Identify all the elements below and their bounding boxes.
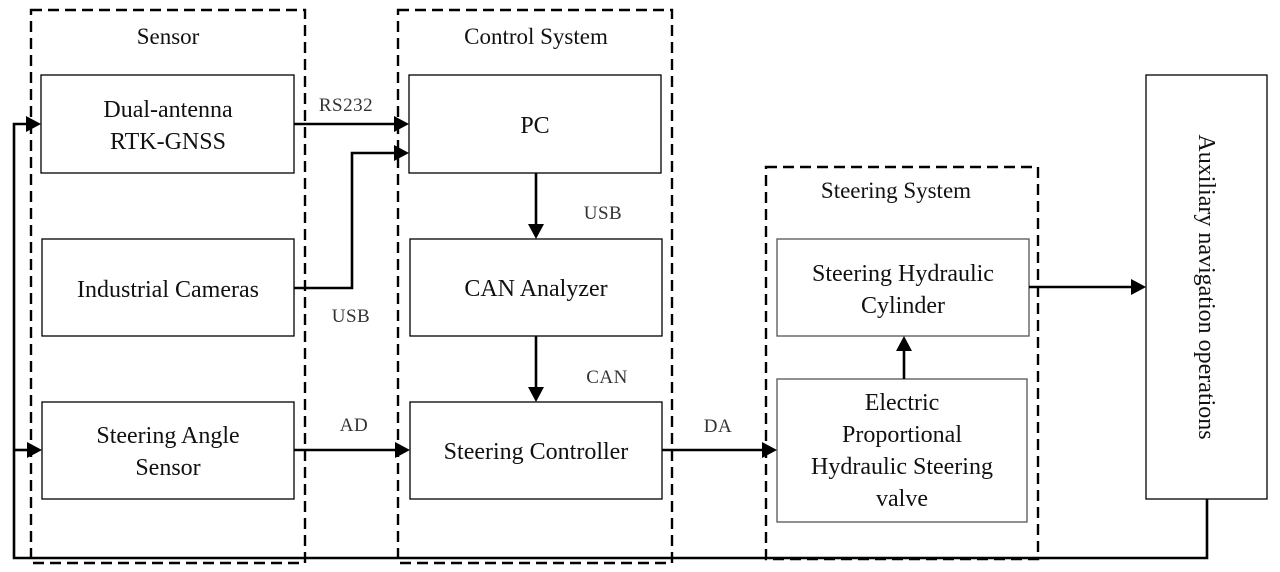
arrowhead-icon: [762, 442, 777, 458]
sensor-group-frame: [29, 8, 307, 565]
edge-label-can: CAN: [586, 367, 628, 388]
industrial-cameras-block: Industrial Cameras: [41, 238, 295, 337]
arrowhead-icon: [394, 116, 409, 132]
connector-pc-to-can-analyzer: [528, 173, 544, 239]
cameras-label: Industrial Cameras: [77, 277, 259, 303]
steering-controller-block: Steering Controller: [409, 401, 663, 500]
connector-valve-to-cylinder: [896, 336, 912, 379]
edge-label-cameras-usb: USB: [332, 306, 370, 327]
feedback-loop-connector: [12, 116, 1209, 560]
connector-cylinder-to-auxiliary: [1029, 279, 1146, 295]
arrowhead-icon: [896, 336, 912, 351]
connector-cameras-to-pc: [294, 145, 409, 290]
arrowhead-icon: [27, 442, 42, 458]
arrowhead-icon: [26, 116, 41, 132]
valve-label-line-2: Proportional: [842, 422, 962, 448]
valve-label-line-4: valve: [876, 486, 928, 512]
svg-text:CAN Analyzer: CAN Analyzer: [464, 276, 607, 302]
gnss-label-line-2: RTK-GNSS: [110, 129, 226, 155]
edge-label-ad: AD: [340, 415, 368, 436]
cylinder-label-line-1: Steering Hydraulic: [812, 261, 994, 287]
control-system-group-frame: [396, 8, 674, 565]
svg-text:Steering Controller: Steering Controller: [444, 439, 629, 465]
sensor-group-title: Sensor: [137, 24, 200, 49]
angle-sensor-label-line-2: Sensor: [135, 455, 200, 481]
arrowhead-icon: [395, 442, 410, 458]
connector-can-analyzer-to-controller: [528, 336, 544, 402]
connector-angle-sensor-to-controller: [294, 442, 410, 458]
steering-system-group-title: Steering System: [821, 178, 971, 203]
arrowhead-icon: [1131, 279, 1146, 295]
svg-text:PC: PC: [520, 113, 549, 139]
auxiliary-navigation-block: Auxiliary navigation operations: [1145, 74, 1268, 500]
control-system-group-title: Control System: [464, 24, 608, 49]
can-analyzer-label: CAN Analyzer: [464, 276, 607, 302]
edge-label-pc-usb: USB: [584, 203, 622, 224]
connector-gnss-to-pc: [294, 116, 409, 132]
pc-label: PC: [520, 113, 549, 139]
arrowhead-icon: [394, 145, 409, 161]
angle-sensor-label-line-1: Steering Angle: [96, 423, 239, 449]
arrowhead-icon: [528, 224, 544, 239]
valve-label-line-1: Electric: [865, 390, 940, 416]
arrowhead-icon: [528, 387, 544, 402]
cylinder-label-line-2: Cylinder: [861, 293, 945, 319]
svg-text:Industrial Cameras: Industrial Cameras: [77, 277, 259, 303]
steering-controller-label: Steering Controller: [444, 439, 629, 465]
edge-label-rs232: RS232: [319, 95, 373, 116]
pc-block: PC: [408, 74, 662, 174]
can-analyzer-block: CAN Analyzer: [409, 238, 663, 337]
connector-controller-to-valve: [662, 442, 777, 458]
gnss-label-line-1: Dual-antenna: [103, 97, 233, 123]
edge-label-da: DA: [704, 416, 732, 437]
valve-label-line-3: Hydraulic Steering: [811, 454, 993, 480]
auxiliary-label: Auxiliary navigation operations: [1193, 134, 1219, 439]
